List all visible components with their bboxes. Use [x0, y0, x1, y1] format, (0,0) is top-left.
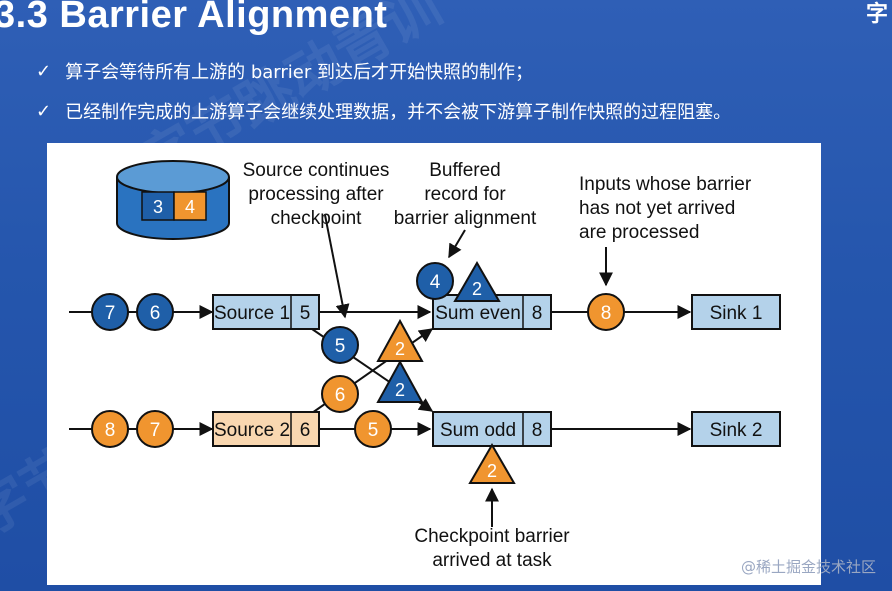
- task-value: 8: [532, 303, 543, 324]
- bullet-text: 算子会等待所有上游的 barrier 到达后才开始快照的制作；: [65, 62, 533, 83]
- diagram-panel: 3 4 7 6 8 7 Source 1 5 Source 2 6 Sum ev…: [47, 143, 821, 585]
- task-label: Source 1: [214, 303, 290, 324]
- source2-task: Source 2 6: [212, 411, 320, 447]
- sink2-task: Sink 2: [691, 411, 781, 447]
- checkmark-icon: ✓: [36, 60, 52, 82]
- annotation-checkpoint-arrived: Checkpoint barrier arrived at task: [414, 526, 570, 571]
- record-label: 5: [335, 336, 346, 357]
- state-value-box: [173, 191, 207, 221]
- svg-text:arrived at task: arrived at task: [432, 550, 552, 571]
- task-value: 6: [300, 420, 311, 441]
- task-label: Sum odd: [440, 420, 516, 441]
- annotation-buffered: Buffered record for barrier alignment: [394, 160, 537, 229]
- annotation-arrow: [324, 214, 350, 319]
- task-value: 5: [300, 303, 311, 324]
- record-label: 6: [150, 303, 161, 324]
- record-circle: [91, 293, 129, 331]
- record-circle: [136, 293, 174, 331]
- svg-text:record for: record for: [424, 184, 506, 205]
- barrier-label: 2: [395, 380, 405, 400]
- bullet-text: 已经制作完成的上游算子会继续处理数据，并不会被下游算子制作快照的过程阻塞。: [65, 102, 732, 123]
- barrier-label: 2: [472, 279, 482, 299]
- record-label: 7: [105, 303, 116, 324]
- source1-task: Source 1 5: [212, 294, 320, 330]
- annotation-source-continues: Source continues processing after checkp…: [243, 160, 390, 229]
- sum-odd-task: Sum odd 8: [432, 411, 552, 447]
- bullet-item: ✓ 算子会等待所有上游的 barrier 到达后才开始快照的制作；: [36, 58, 533, 84]
- barrier-label: 2: [395, 339, 405, 359]
- svg-text:processing after: processing after: [248, 184, 384, 205]
- svg-text:Source continues: Source continues: [243, 160, 390, 181]
- svg-text:barrier alignment: barrier alignment: [394, 208, 537, 229]
- task-label: Sum even: [435, 303, 521, 324]
- record-label: 8: [601, 303, 612, 324]
- checkmark-icon: ✓: [36, 100, 52, 122]
- task-label: Source 2: [214, 420, 290, 441]
- sink1-task: Sink 1: [691, 294, 781, 330]
- barrier-triangle: [468, 443, 516, 484]
- task-label: Sink 2: [710, 420, 763, 441]
- state-store: 3 4: [116, 160, 230, 240]
- buffered-record-circle: [416, 262, 454, 300]
- record-circle: [587, 293, 625, 331]
- company-logo: 字: [865, 2, 888, 27]
- annotation-inputs-processed: Inputs whose barrier has not yet arrived…: [579, 174, 752, 243]
- record-circle: [91, 410, 129, 448]
- barrier-alignment-diagram: 3 4 7 6 8 7 Source 1 5 Source 2 6 Sum ev…: [69, 160, 781, 571]
- annotation-arrow: [448, 229, 466, 259]
- svg-text:Checkpoint barrier: Checkpoint barrier: [414, 526, 570, 547]
- record-circle: [321, 375, 359, 413]
- record-label: 8: [105, 420, 116, 441]
- sum-even-task: Sum even 8: [432, 294, 552, 330]
- record-label: 7: [150, 420, 161, 441]
- slide-title: 3.3 Barrier Alignment: [0, 0, 388, 36]
- record-circle: [321, 326, 359, 364]
- task-value: 8: [532, 420, 543, 441]
- record-circle: [354, 410, 392, 448]
- svg-text:Inputs whose barrier: Inputs whose barrier: [579, 174, 752, 195]
- svg-text:has not yet arrived: has not yet arrived: [579, 198, 735, 219]
- bullet-item: ✓ 已经制作完成的上游算子会继续处理数据，并不会被下游算子制作快照的过程阻塞。: [36, 98, 731, 124]
- barrier-triangle: [453, 261, 501, 302]
- svg-text:are processed: are processed: [579, 222, 699, 243]
- state-value: 3: [153, 197, 163, 217]
- record-label: 6: [335, 385, 346, 406]
- record-label: 5: [368, 420, 379, 441]
- state-value-box: [141, 191, 175, 221]
- record-label: 4: [430, 272, 441, 293]
- source-credit: @稀土掘金技术社区: [740, 558, 876, 576]
- record-circle: [136, 410, 174, 448]
- state-value: 4: [185, 197, 195, 217]
- task-label: Sink 1: [710, 303, 763, 324]
- svg-text:checkpoint: checkpoint: [271, 208, 363, 229]
- svg-text:Buffered: Buffered: [429, 160, 500, 181]
- barrier-triangle: [376, 359, 424, 403]
- barrier-label: 2: [487, 461, 497, 481]
